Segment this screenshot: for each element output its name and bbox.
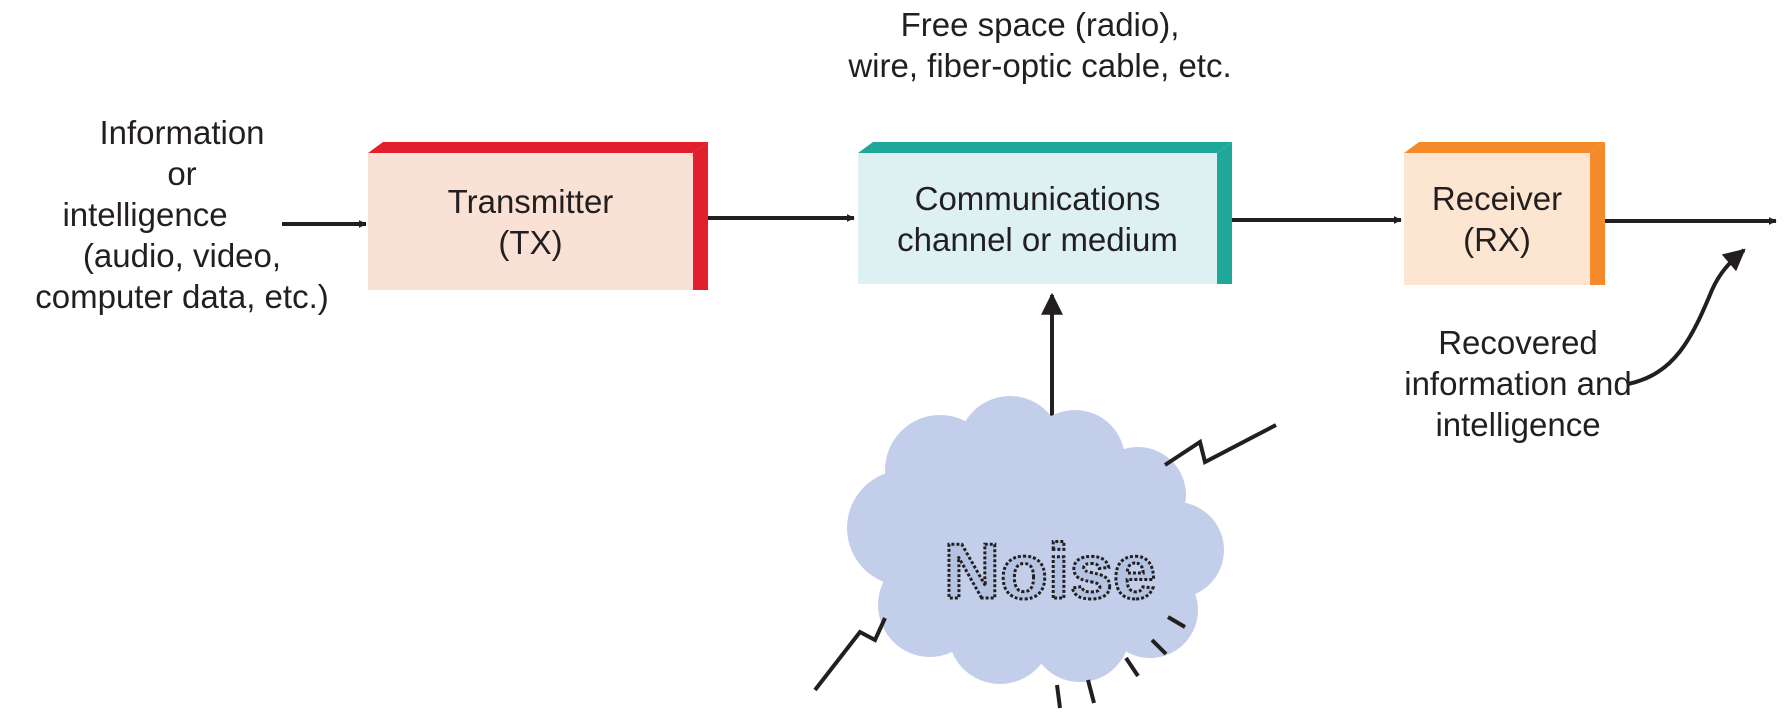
channel-side-face: [1217, 142, 1232, 284]
noise-label: Noise: [944, 527, 1156, 615]
channel-subtitle: channel or medium: [897, 220, 1178, 258]
channel-media-note: Free space (radio), wire, fiber-optic ca…: [848, 6, 1232, 84]
receiver-block: [1404, 142, 1605, 285]
lightning-bolt-icon: [1163, 423, 1277, 467]
channel-title: Communications: [914, 179, 1161, 217]
receiver-side-face: [1590, 142, 1605, 285]
transmitter-abbrev: (TX): [498, 223, 563, 261]
transmitter-top-face: [368, 142, 708, 153]
receiver-front-face: [1404, 153, 1590, 285]
recovered-information-label: Recovered information and intelligence: [1404, 324, 1632, 443]
receiver-top-face: [1404, 142, 1605, 153]
transmitter-front-face: [368, 153, 693, 290]
channel-label: Communications channel or medium: [858, 153, 1217, 284]
transmitter-block: [368, 142, 708, 290]
receiver-label: Receiver (RX): [1404, 153, 1590, 285]
receiver-abbrev: (RX): [1463, 221, 1531, 258]
channel-top-face: [858, 142, 1232, 153]
channel-front-face: [858, 153, 1217, 284]
channel-block: [858, 142, 1232, 284]
transmitter-side-face: [693, 142, 708, 290]
noise-cloud: Noise: [847, 396, 1224, 684]
transmitter-title: Transmitter: [447, 182, 614, 220]
noise-ticks: [1055, 615, 1187, 709]
lightning-bolt-icon: [813, 617, 887, 692]
input-information-label: Information or intelligence (audio, vide…: [35, 114, 329, 315]
receiver-title: Receiver: [1431, 180, 1563, 217]
transmitter-label: Transmitter (TX): [368, 153, 693, 290]
recovered-output-arrow: [1627, 248, 1746, 386]
